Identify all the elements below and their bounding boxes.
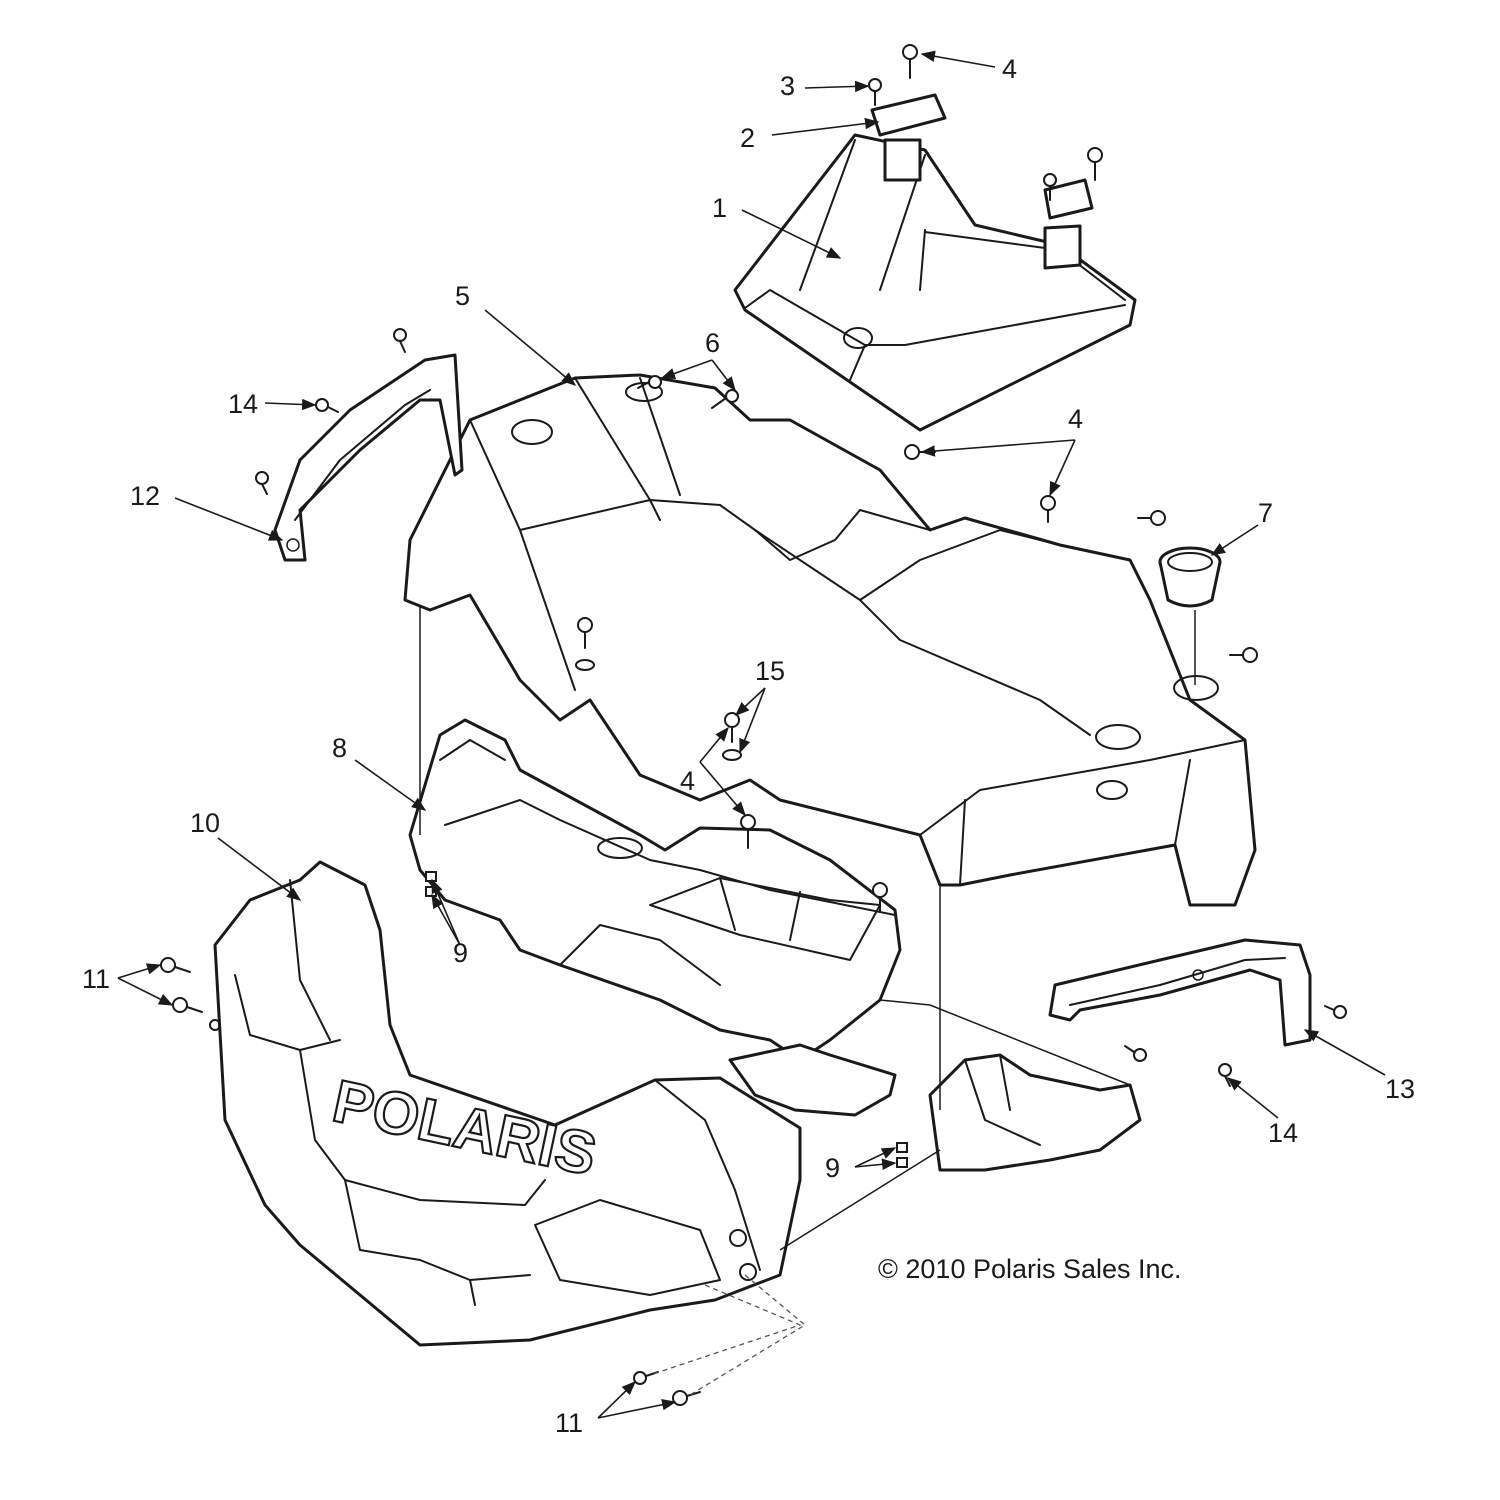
callout-10: 10 <box>190 808 220 838</box>
lower-floor-panel <box>728 1043 1142 1172</box>
leader-lines <box>117 50 1386 1419</box>
part-7-cup-holder <box>1158 546 1222 608</box>
alignment-lines <box>419 605 1196 1396</box>
callout-11-left: 11 <box>82 964 110 994</box>
part-5-front-cowl <box>403 373 1257 907</box>
callout-9-left: 9 <box>453 938 468 968</box>
fasteners <box>160 44 1347 1406</box>
part-10-front-fascia <box>209 860 802 1347</box>
callout-14-left: 14 <box>228 389 258 419</box>
callout-9-right: 9 <box>825 1153 840 1183</box>
copyright-text: © 2010 Polaris Sales Inc. <box>878 1254 1182 1284</box>
part-1-hood <box>733 133 1137 432</box>
callout-5: 5 <box>455 281 470 311</box>
callout-2: 2 <box>740 123 755 153</box>
part-2-hinge <box>870 93 1094 270</box>
callout-13: 13 <box>1385 1074 1415 1104</box>
part-8-dash-tray <box>408 718 902 1062</box>
callout-6: 6 <box>705 328 720 358</box>
callout-4-top: 4 <box>1002 54 1017 84</box>
callout-labels: 1 2 3 4 4 4 5 6 7 8 9 9 10 11 11 12 13 1… <box>82 54 1415 1438</box>
callout-12: 12 <box>130 481 160 511</box>
callout-15: 15 <box>755 656 785 686</box>
callout-1: 1 <box>712 193 727 223</box>
callout-8: 8 <box>332 733 347 763</box>
part-13-right-bracket <box>1048 938 1312 1047</box>
part-12-left-bracket <box>273 353 464 562</box>
callout-14-right: 14 <box>1268 1118 1298 1148</box>
callout-4-right: 4 <box>1068 404 1083 434</box>
callout-7: 7 <box>1258 498 1273 528</box>
callout-3: 3 <box>780 71 795 101</box>
callout-4-center: 4 <box>680 766 695 796</box>
callout-11-bottom: 11 <box>555 1408 583 1438</box>
